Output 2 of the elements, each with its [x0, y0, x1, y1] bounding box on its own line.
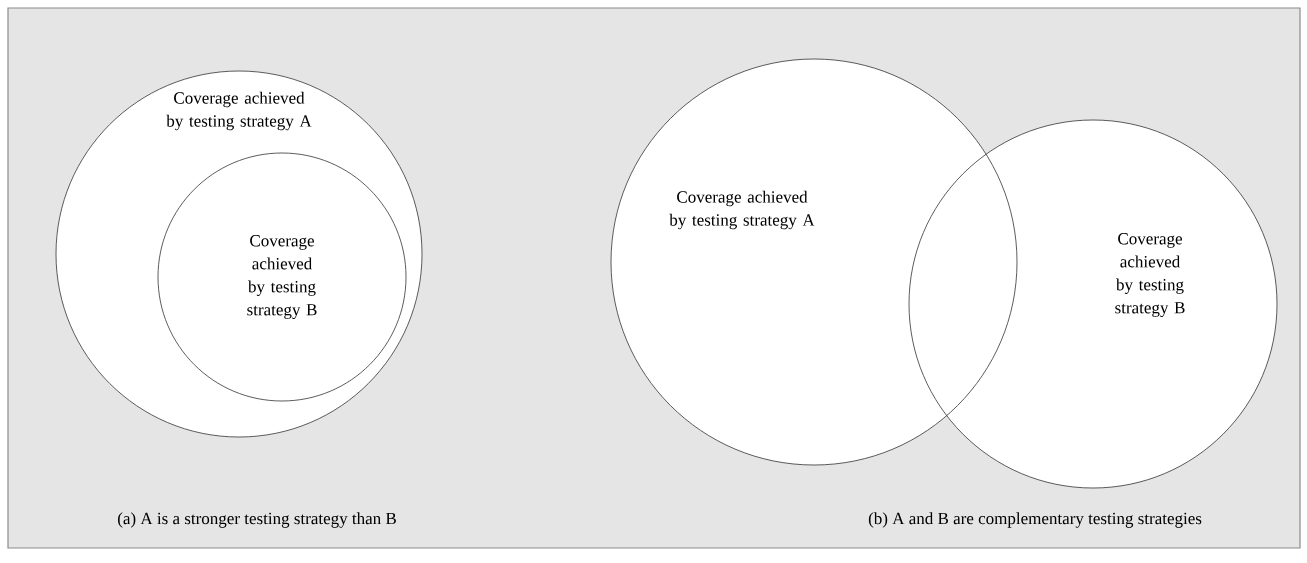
caption: (b) A and B are complementary testing strategies [868, 512, 1202, 528]
caption: (a) A is a stronger testing strategy than B [118, 512, 396, 528]
